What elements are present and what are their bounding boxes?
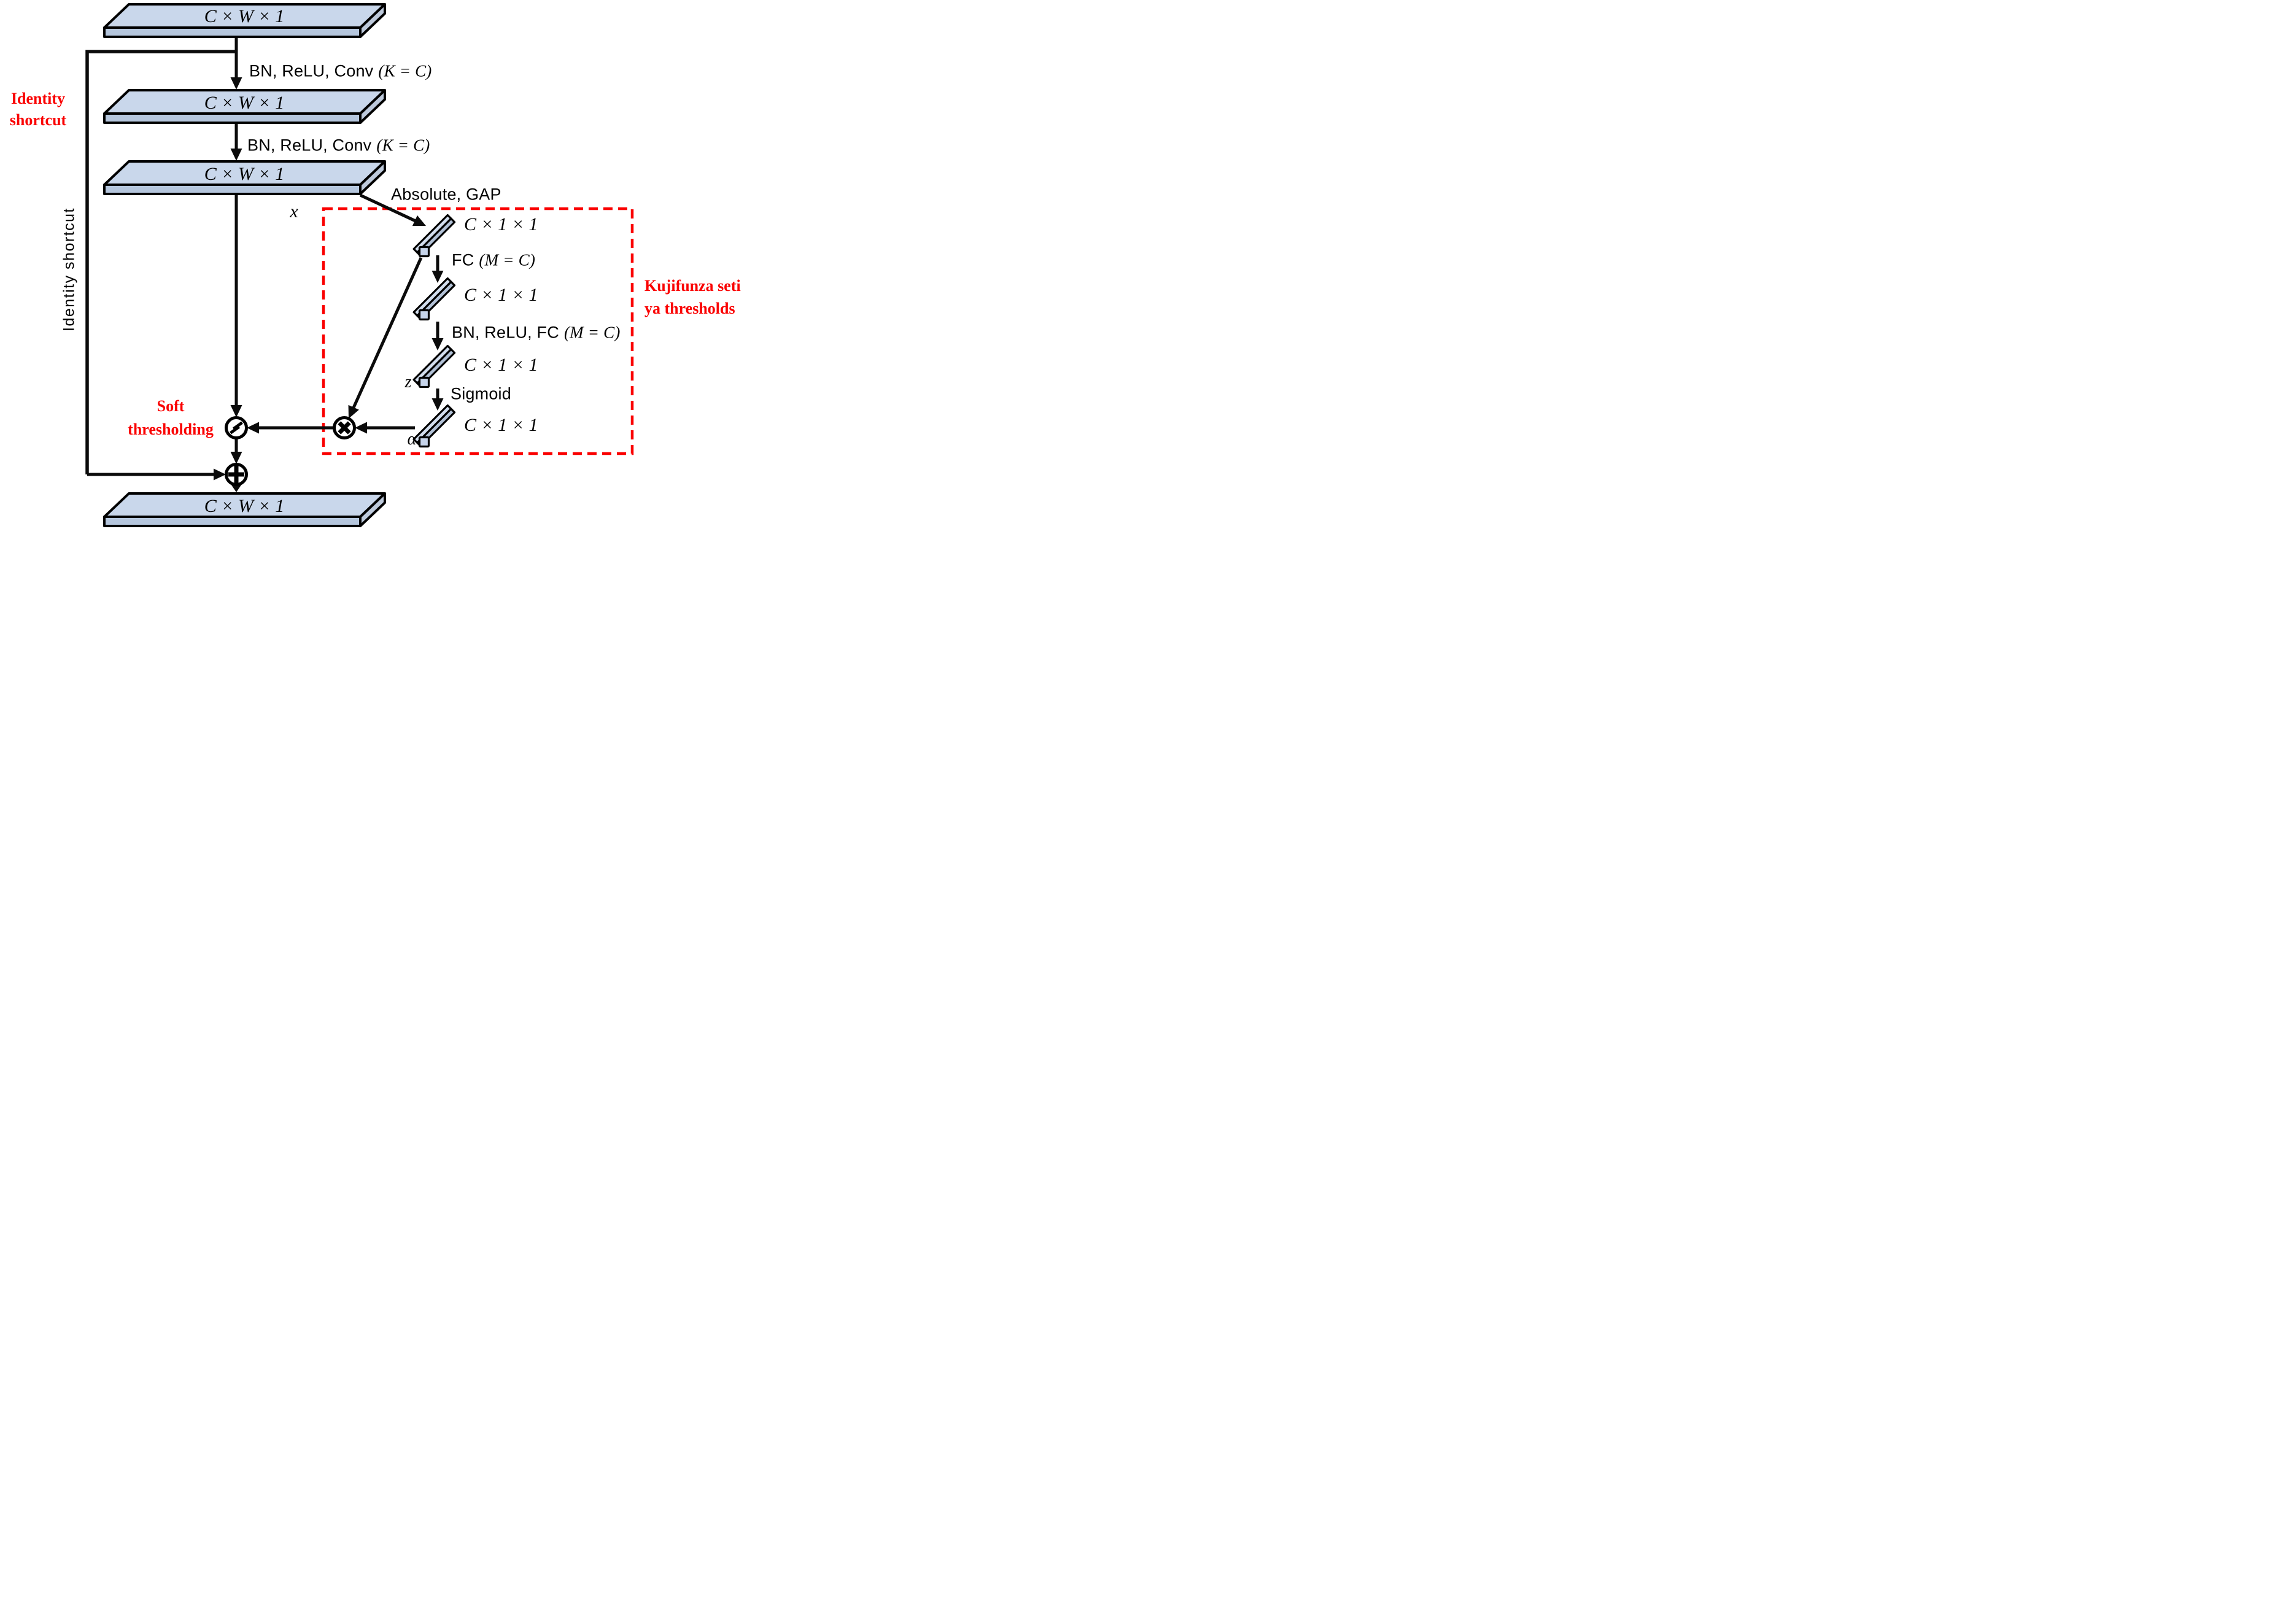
identity-shortcut-rotated-label: Identity shortcut xyxy=(60,207,78,331)
slab3-label: C × W × 1 xyxy=(204,164,285,184)
learn-thresholds-line1: Kujifunza seti xyxy=(644,277,741,295)
diagram-shapes-svg xyxy=(85,3,634,527)
feature-map-slab-1 xyxy=(103,3,386,38)
flow-arrow-9 xyxy=(431,322,444,350)
slab2-label: C × W × 1 xyxy=(204,93,285,113)
bar-end-cap xyxy=(418,436,430,448)
slab-front-face xyxy=(103,516,362,527)
variable-x-label: x xyxy=(290,201,298,222)
arrowhead xyxy=(230,405,242,417)
identity-shortcut-path xyxy=(85,50,236,474)
soft-thresholding-line1: Soft xyxy=(157,397,185,415)
bar-end-cap xyxy=(418,309,430,321)
identity-shortcut-line1: Identity xyxy=(10,90,66,107)
vector-bar-4 xyxy=(412,404,456,448)
arrowhead xyxy=(355,422,367,434)
conv1-label: BN, ReLU, Conv(K = C) xyxy=(249,61,432,80)
absolute-gap-label: Absolute, GAP xyxy=(391,185,501,204)
arrowhead xyxy=(230,452,242,464)
slab-front-face xyxy=(103,112,362,124)
bar1-label: C × 1 × 1 xyxy=(464,214,538,234)
arrowhead xyxy=(230,484,242,492)
arrowhead xyxy=(247,422,259,434)
slab4-label: C × W × 1 xyxy=(204,496,285,516)
flow-arrow-2 xyxy=(230,123,242,161)
bar2-label: C × 1 × 1 xyxy=(464,285,538,305)
bn-relu-fc-label: BN, ReLU, FC(M = C) xyxy=(452,323,621,342)
flow-arrow-13 xyxy=(348,257,423,419)
conv2-param: (K = C) xyxy=(376,136,430,155)
conv2-label: BN, ReLU, Conv(K = C) xyxy=(247,136,430,155)
learn-thresholds-annotation: Kujifunza seti ya thresholds xyxy=(644,274,741,320)
arrowhead xyxy=(431,338,444,350)
threshold-subnet-dashed-box xyxy=(322,207,634,455)
vector-bar-1 xyxy=(412,214,456,258)
arrowhead xyxy=(348,404,359,419)
arrowhead xyxy=(431,398,444,411)
flow-arrow-10 xyxy=(431,389,444,411)
bar3-label: C × 1 × 1 xyxy=(464,355,538,375)
add-node xyxy=(225,463,248,486)
soft-threshold-curve-icon xyxy=(230,421,243,435)
arrowhead xyxy=(214,468,226,481)
flow-arrow-8 xyxy=(431,255,444,283)
sigmoid-label: Sigmoid xyxy=(451,384,511,403)
arrowhead xyxy=(431,271,444,283)
arrowhead xyxy=(412,215,426,226)
variable-alpha-label: α xyxy=(407,430,417,449)
flow-arrow-1 xyxy=(230,37,242,90)
soft-thresholding-annotation: Soft thresholding xyxy=(128,395,214,441)
variable-z-label: z xyxy=(404,373,412,392)
soft-thresholding-line2: thresholding xyxy=(128,420,214,438)
bar-end-cap xyxy=(418,246,430,258)
feature-map-slab-4 xyxy=(103,492,386,527)
vector-bar-2 xyxy=(412,277,456,321)
bn-relu-fc-param: (M = C) xyxy=(563,323,621,342)
fc-param: (M = C) xyxy=(479,250,536,269)
flow-arrow-6 xyxy=(87,468,226,481)
bar-end-cap xyxy=(418,376,430,389)
fc-label: FC(M = C) xyxy=(452,250,536,269)
times-icon xyxy=(338,421,351,435)
slab-front-face xyxy=(103,26,362,38)
conv1-param: (K = C) xyxy=(378,61,432,80)
feature-map-slab-3 xyxy=(103,160,386,195)
flow-arrow-7 xyxy=(359,193,426,226)
flow-arrow-12 xyxy=(247,422,334,434)
identity-shortcut-annotation: Identity shortcut xyxy=(10,88,66,131)
slab-front-face xyxy=(103,184,362,195)
feature-map-slab-2 xyxy=(103,89,386,124)
flow-arrow-11 xyxy=(355,422,415,434)
flow-arrow-4 xyxy=(230,438,242,464)
arrowhead xyxy=(230,77,242,90)
vector-bar-3 xyxy=(412,344,456,389)
flow-arrow-5 xyxy=(230,484,242,492)
slab1-label: C × W × 1 xyxy=(204,6,285,26)
soft-threshold-node xyxy=(225,416,248,439)
learn-thresholds-line2: ya thresholds xyxy=(644,300,735,317)
identity-shortcut-line2: shortcut xyxy=(9,111,67,129)
arrowhead xyxy=(230,149,242,161)
flow-arrow-3 xyxy=(230,194,242,417)
bar4-label: C × 1 × 1 xyxy=(464,415,538,435)
multiply-node xyxy=(333,416,356,439)
residual-shrinkage-block-diagram: C × W × 1 C × W × 1 C × W × 1 C × W × 1 … xyxy=(0,0,760,541)
